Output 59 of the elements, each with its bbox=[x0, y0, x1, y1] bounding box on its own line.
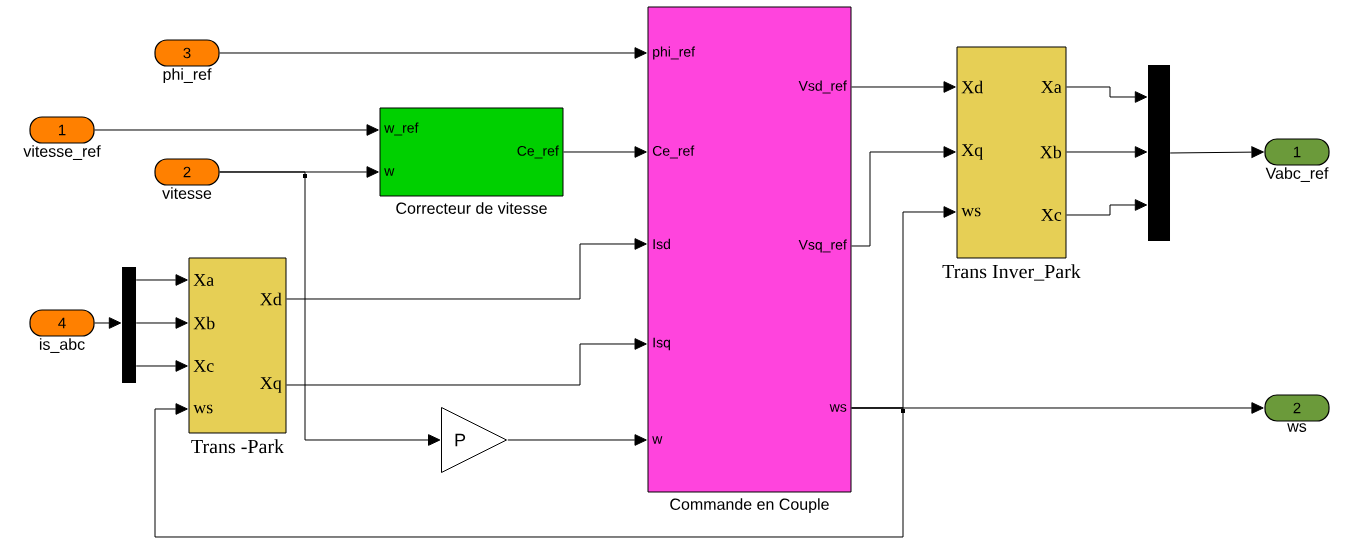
port-label: Xa bbox=[1041, 81, 1062, 93]
gain-triangle: P bbox=[441, 407, 507, 473]
port-block: 2 bbox=[1264, 394, 1330, 422]
port-label: Xd bbox=[961, 80, 983, 94]
port-label: Xa bbox=[193, 274, 214, 286]
port-block: 3 bbox=[154, 39, 220, 67]
signal-arrow bbox=[851, 146, 956, 247]
port-block: 1 bbox=[29, 116, 95, 144]
port-label: ws bbox=[961, 207, 981, 217]
block-label: ws bbox=[1287, 423, 1307, 432]
port-label: w_ref bbox=[384, 122, 419, 136]
signal-arrow bbox=[563, 146, 647, 158]
block-label: Trans -Park bbox=[191, 439, 285, 454]
signal-arrow bbox=[1066, 199, 1148, 216]
port-label: Ce_ref bbox=[517, 145, 559, 159]
port-label: w bbox=[384, 168, 395, 176]
port-label: Xc bbox=[193, 360, 214, 372]
port-label: Ce_ref bbox=[652, 145, 695, 159]
signal-arrow bbox=[135, 360, 188, 372]
block-label: Correcteur de vitesse bbox=[396, 202, 547, 214]
signal-arrow bbox=[135, 317, 188, 329]
port-label: Xc bbox=[1041, 209, 1062, 221]
block-label: Trans Inver_Park bbox=[942, 264, 1081, 281]
port-label: ws bbox=[829, 404, 847, 412]
signal-arrow bbox=[135, 274, 188, 286]
block-label: vitesse bbox=[162, 187, 212, 199]
port-label: w bbox=[652, 436, 663, 444]
port-block: 2 bbox=[154, 158, 220, 186]
signal-arrow bbox=[154, 403, 904, 538]
signal-arrow bbox=[851, 81, 956, 93]
signal-arrow bbox=[219, 171, 441, 446]
signal-arrow bbox=[851, 402, 1264, 414]
port-label: ws bbox=[193, 404, 213, 414]
block-label: vitesse_ref bbox=[23, 145, 101, 160]
port-label: Xb bbox=[193, 316, 215, 330]
signal-arrow bbox=[1066, 146, 1148, 158]
port-label: Vsd_ref bbox=[798, 80, 847, 94]
signal-arrow bbox=[286, 338, 647, 386]
port-label: Xq bbox=[961, 144, 983, 160]
signal-arrow bbox=[219, 47, 647, 59]
port-label: Xb bbox=[1040, 145, 1062, 159]
port-label: phi_ref bbox=[653, 46, 695, 60]
block-label: phi_ref bbox=[163, 68, 212, 84]
port-label: Isq bbox=[653, 337, 670, 351]
block-label: Commande en Couple bbox=[670, 498, 829, 514]
block-label: is_abc bbox=[39, 338, 85, 353]
signal-arrow bbox=[507, 434, 647, 446]
port-label: Xq bbox=[260, 377, 282, 393]
port-label: Vsq_ref bbox=[798, 239, 847, 253]
signal-arrow bbox=[94, 317, 122, 329]
signal-arrow bbox=[286, 238, 647, 300]
signal-arrow bbox=[94, 124, 379, 136]
signal-arrow bbox=[1066, 86, 1148, 103]
signal-arrow bbox=[1169, 146, 1264, 158]
port-label: Xd bbox=[260, 292, 282, 306]
block-label: Vabc_ref bbox=[1265, 167, 1329, 182]
port-label: Isd bbox=[653, 238, 670, 250]
port-block: 1 bbox=[1264, 138, 1330, 166]
port-block: 4 bbox=[29, 309, 95, 337]
